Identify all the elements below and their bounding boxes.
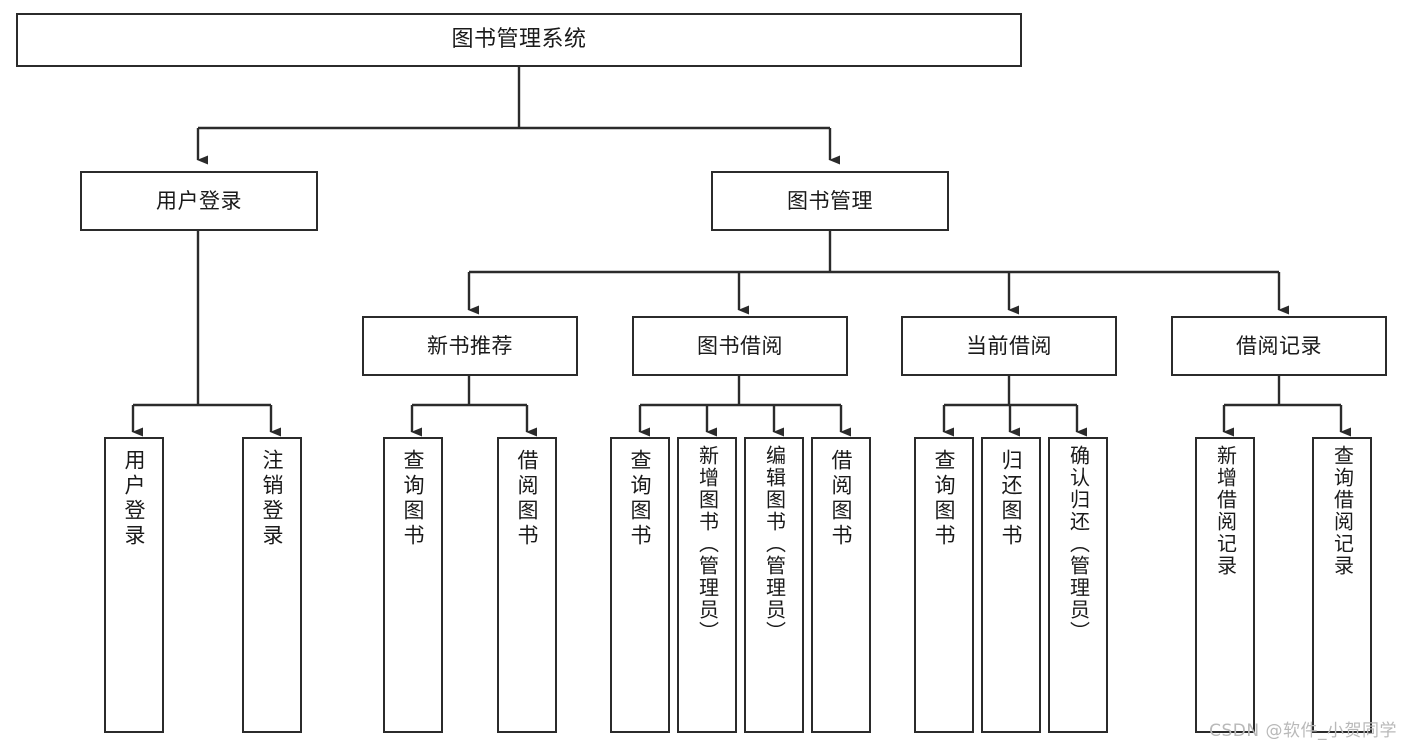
- node-label: 当前借阅: [966, 333, 1052, 358]
- node-label: 注销登录: [260, 449, 285, 549]
- leaf-user-login[interactable]: 用户登录: [104, 437, 164, 733]
- node-new-book-recommend[interactable]: 新书推荐: [362, 316, 578, 376]
- node-label: 借阅图书: [515, 449, 540, 549]
- node-label: 新增借阅记录: [1213, 445, 1238, 577]
- node-label: 查询图书: [628, 449, 653, 549]
- node-user-login[interactable]: 用户登录: [80, 171, 318, 231]
- node-label: 归还图书: [999, 449, 1024, 549]
- leaf-edit-book[interactable]: 编辑图书（管理员）: [744, 437, 804, 733]
- leaf-borrow-book-recommend[interactable]: 借阅图书: [497, 437, 557, 733]
- node-label: 图书管理系统: [451, 27, 587, 53]
- node-label: 查询图书: [932, 449, 957, 549]
- leaf-add-book[interactable]: 新增图书（管理员）: [677, 437, 737, 733]
- csdn-watermark: CSDN @软件_小贺同学: [1209, 721, 1397, 741]
- node-book-management-system[interactable]: 图书管理系统: [16, 13, 1022, 67]
- node-label: 用户登录: [156, 188, 242, 213]
- node-label: 借阅图书: [829, 449, 854, 549]
- node-book-management[interactable]: 图书管理: [711, 171, 949, 231]
- node-current-borrow[interactable]: 当前借阅: [901, 316, 1117, 376]
- node-book-borrow[interactable]: 图书借阅: [632, 316, 848, 376]
- node-label: 新书推荐: [427, 333, 513, 358]
- leaf-confirm-return[interactable]: 确认归还（管理员）: [1048, 437, 1108, 733]
- node-label: 查询图书: [401, 449, 426, 549]
- leaf-query-book-current[interactable]: 查询图书: [914, 437, 974, 733]
- leaf-add-borrow-record[interactable]: 新增借阅记录: [1195, 437, 1255, 733]
- node-label: 查询借阅记录: [1330, 445, 1355, 577]
- node-label: 借阅记录: [1236, 333, 1322, 358]
- node-label: 编辑图书（管理员）: [762, 445, 787, 643]
- node-label: 确认归还（管理员）: [1066, 445, 1091, 643]
- node-borrow-record[interactable]: 借阅记录: [1171, 316, 1387, 376]
- leaf-return-book[interactable]: 归还图书: [981, 437, 1041, 733]
- leaf-query-book-borrow[interactable]: 查询图书: [610, 437, 670, 733]
- node-label: 图书借阅: [697, 333, 783, 358]
- node-label: 图书管理: [787, 188, 873, 213]
- node-label: 新增图书（管理员）: [695, 445, 720, 643]
- leaf-logout[interactable]: 注销登录: [242, 437, 302, 733]
- node-label: 用户登录: [122, 449, 147, 549]
- leaf-query-borrow-record[interactable]: 查询借阅记录: [1312, 437, 1372, 733]
- leaf-borrow-book[interactable]: 借阅图书: [811, 437, 871, 733]
- leaf-query-book-recommend[interactable]: 查询图书: [383, 437, 443, 733]
